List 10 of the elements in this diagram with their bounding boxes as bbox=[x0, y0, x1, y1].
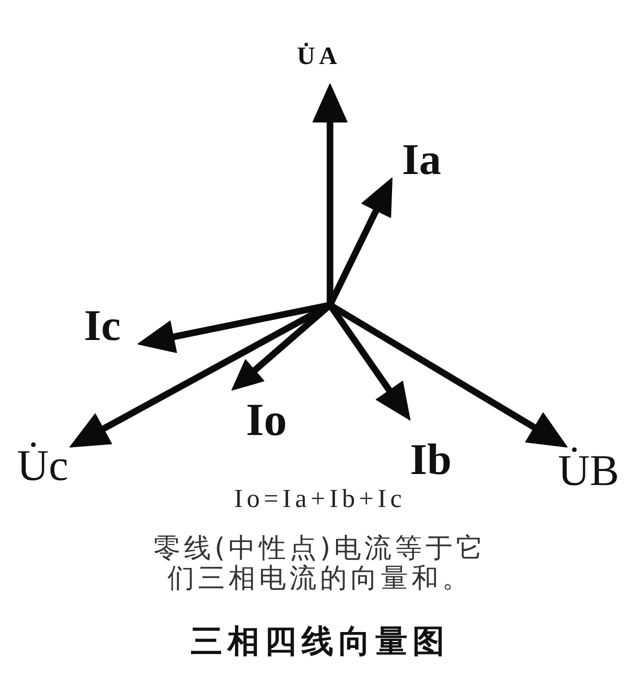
vector-label: U̇A bbox=[297, 42, 342, 72]
vector-label: Ia bbox=[402, 134, 442, 186]
note-text: 零线(中性点)电流等于它们三相电流的向量和。 bbox=[152, 534, 488, 594]
vector-label: U̇B bbox=[558, 445, 620, 497]
formula-text: Io=Ia+Ib+Ic bbox=[234, 485, 406, 514]
vector-label: Ic bbox=[84, 300, 121, 352]
vector-label: U̇c bbox=[17, 440, 68, 492]
caption-text: 三相四线向量图 bbox=[190, 622, 450, 660]
vector-label: Ib bbox=[410, 434, 452, 486]
vector-label: Io bbox=[246, 393, 287, 447]
